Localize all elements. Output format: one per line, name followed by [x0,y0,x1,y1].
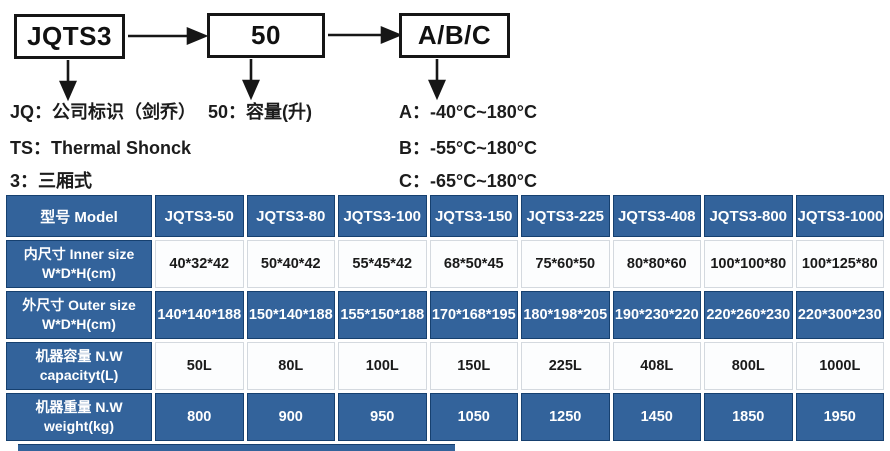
cell-outer-size: 180*198*205 [521,291,610,339]
header-model: 型号 Model [6,195,152,237]
legend-grade-a: A：-40°C~180°C [399,102,537,122]
cell-capacity: 800L [704,342,793,390]
cell-inner-size: 55*45*42 [338,240,427,288]
cell-inner-size: 68*50*45 [429,240,518,288]
row-label-line2: capacityt(L) [39,367,119,383]
row-inner-size: 内尺寸 Inner size W*D*H(cm) 40*32*42 50*40*… [6,240,884,288]
row-label-line2: W*D*H(cm) [42,316,116,332]
cell-weight: 1950 [795,393,884,441]
header-jqts3-80: JQTS3-80 [246,195,335,237]
cell-weight: 950 [338,393,427,441]
cell-outer-size: 220*300*230 [795,291,884,339]
table-header-row: 型号 Model JQTS3-50 JQTS3-80 JQTS3-100 JQT… [6,195,884,237]
legend-series: JQ：公司标识（剑乔） TS：Thermal Shonck 3：三厢式 [10,98,210,191]
header-jqts3-225: JQTS3-225 [521,195,610,237]
flow-box-temp-grade: A/B/C [399,13,510,58]
legend-temp-grades: A：-40°C~180°C B：-55°C~180°C C：-65°C~180°… [399,98,599,191]
cell-weight: 1850 [704,393,793,441]
cell-capacity: 80L [246,342,335,390]
header-jqts3-150: JQTS3-150 [429,195,518,237]
row-label-inner-size: 内尺寸 Inner size W*D*H(cm) [6,240,152,288]
row-label-line1: 机器容量 N.W [35,348,123,365]
header-jqts3-800: JQTS3-800 [704,195,793,237]
cell-outer-size: 140*140*188 [155,291,244,339]
legend-jq: JQ：公司标识（剑乔） [10,102,197,122]
header-jqts3-100: JQTS3-100 [338,195,427,237]
row-weight: 机器重量 N.W weight(kg) 800 900 950 1050 125… [6,393,884,441]
cell-inner-size: 100*125*80 [795,240,884,288]
row-label-outer-size: 外尺寸 Outer size W*D*H(cm) [6,291,152,339]
cell-capacity: 50L [155,342,244,390]
cell-outer-size: 190*230*220 [612,291,701,339]
row-label-line1: 外尺寸 Outer size [22,297,136,314]
header-jqts3-408: JQTS3-408 [612,195,701,237]
cell-weight: 1050 [429,393,518,441]
cell-capacity: 408L [612,342,701,390]
cell-outer-size: 220*260*230 [704,291,793,339]
cell-weight: 800 [155,393,244,441]
row-capacity: 机器容量 N.W capacityt(L) 50L 80L 100L 150L … [6,342,884,390]
legend-50: 50：容量(升) [208,102,313,122]
cell-outer-size: 155*150*188 [338,291,427,339]
row-label-weight: 机器重量 N.W weight(kg) [6,393,152,441]
cell-weight: 900 [246,393,335,441]
spec-table: 型号 Model JQTS3-50 JQTS3-80 JQTS3-100 JQT… [3,192,887,444]
cell-weight: 1250 [521,393,610,441]
cell-inner-size: 80*80*60 [612,240,701,288]
flow-box-series: JQTS3 [14,14,125,59]
row-label-line2: W*D*H(cm) [42,265,116,281]
row-outer-size: 外尺寸 Outer size W*D*H(cm) 140*140*188 150… [6,291,884,339]
legend-capacity: 50：容量(升) [208,98,368,128]
legend-grade-c: C：-65°C~180°C [399,171,537,191]
cell-outer-size: 170*168*195 [429,291,518,339]
header-jqts3-1000: JQTS3-1000 [795,195,884,237]
cell-capacity: 150L [429,342,518,390]
cell-inner-size: 100*100*80 [704,240,793,288]
row-label-line2: weight(kg) [44,418,114,434]
legend-ts: TS：Thermal Shonck [10,138,192,158]
cell-weight: 1450 [612,393,701,441]
cell-capacity: 225L [521,342,610,390]
cell-inner-size: 75*60*50 [521,240,610,288]
cell-inner-size: 40*32*42 [155,240,244,288]
flow-box-capacity: 50 [207,13,325,58]
cell-capacity: 100L [338,342,427,390]
header-jqts3-50: JQTS3-50 [155,195,244,237]
row-label-line1: 内尺寸 Inner size [23,246,135,263]
cell-capacity: 1000L [795,342,884,390]
flow-arrows [59,26,446,102]
legend-3: 3：三厢式 [10,171,93,191]
row-label-line1: 机器重量 N.W [35,399,123,416]
cell-inner-size: 50*40*42 [246,240,335,288]
row-label-capacity: 机器容量 N.W capacityt(L) [6,342,152,390]
legend-grade-b: B：-55°C~180°C [399,138,537,158]
cell-outer-size: 150*140*188 [246,291,335,339]
